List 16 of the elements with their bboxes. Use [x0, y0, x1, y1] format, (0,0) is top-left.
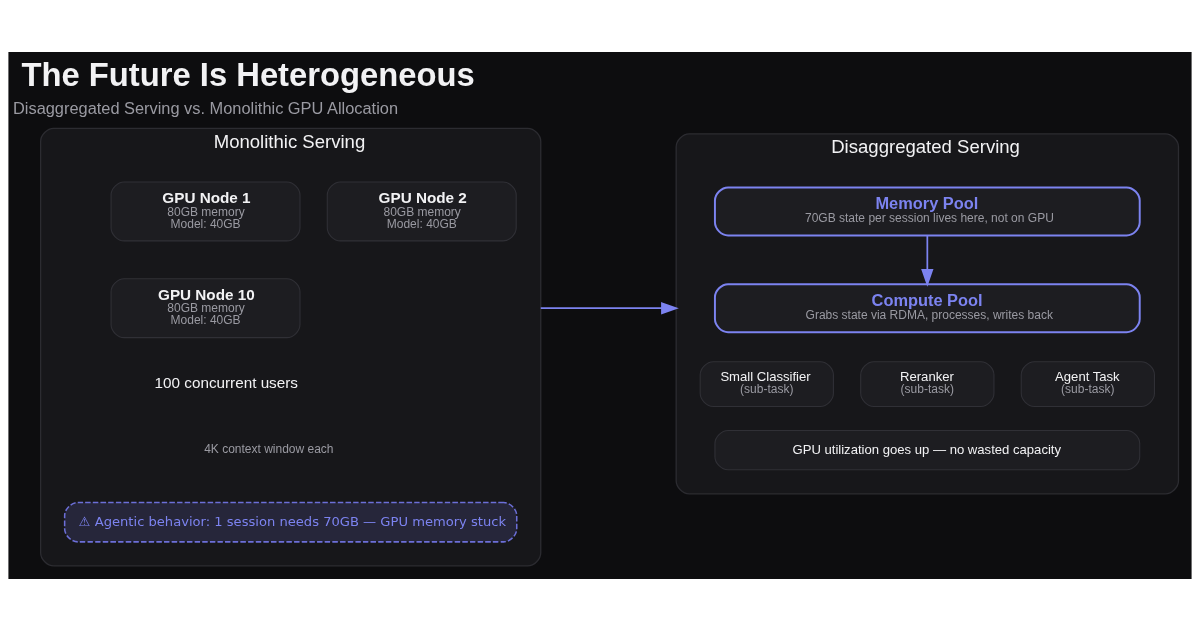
diagram-title: The Future Is Heterogeneous: [21, 55, 475, 93]
node-box: ⚠ Agentic behavior: 1 session needs 70GB — GPU memory stuck: [63, 501, 518, 543]
node-box: Agent Task (sub-task): [1020, 360, 1155, 407]
node-box: Compute Pool Grabs state via RDMA, processes, writes back: [713, 282, 1141, 333]
label: 4K context window each: [204, 441, 334, 456]
arrow: [921, 234, 934, 287]
arrow: [539, 301, 679, 314]
node-box: GPU Node 1 80GB memory Model: 40GB: [110, 180, 301, 241]
node-box: Memory Pool 70GB state per session lives here, not on GPU: [713, 185, 1141, 236]
node-box: GPU Node 10 80GB memory Model: 40GB: [110, 277, 301, 338]
label: Disaggregated Serving vs. Monolithic GPU Allocation: [13, 98, 399, 117]
node-box: GPU utilization goes up — no wasted capacity: [714, 429, 1141, 470]
node-box: Reranker (sub-task): [860, 360, 995, 407]
node-box: Small Classifier (sub-task): [699, 360, 834, 407]
label: 100 concurrent users: [154, 373, 298, 391]
node-box: GPU Node 2 80GB memory Model: 40GB: [326, 180, 517, 241]
